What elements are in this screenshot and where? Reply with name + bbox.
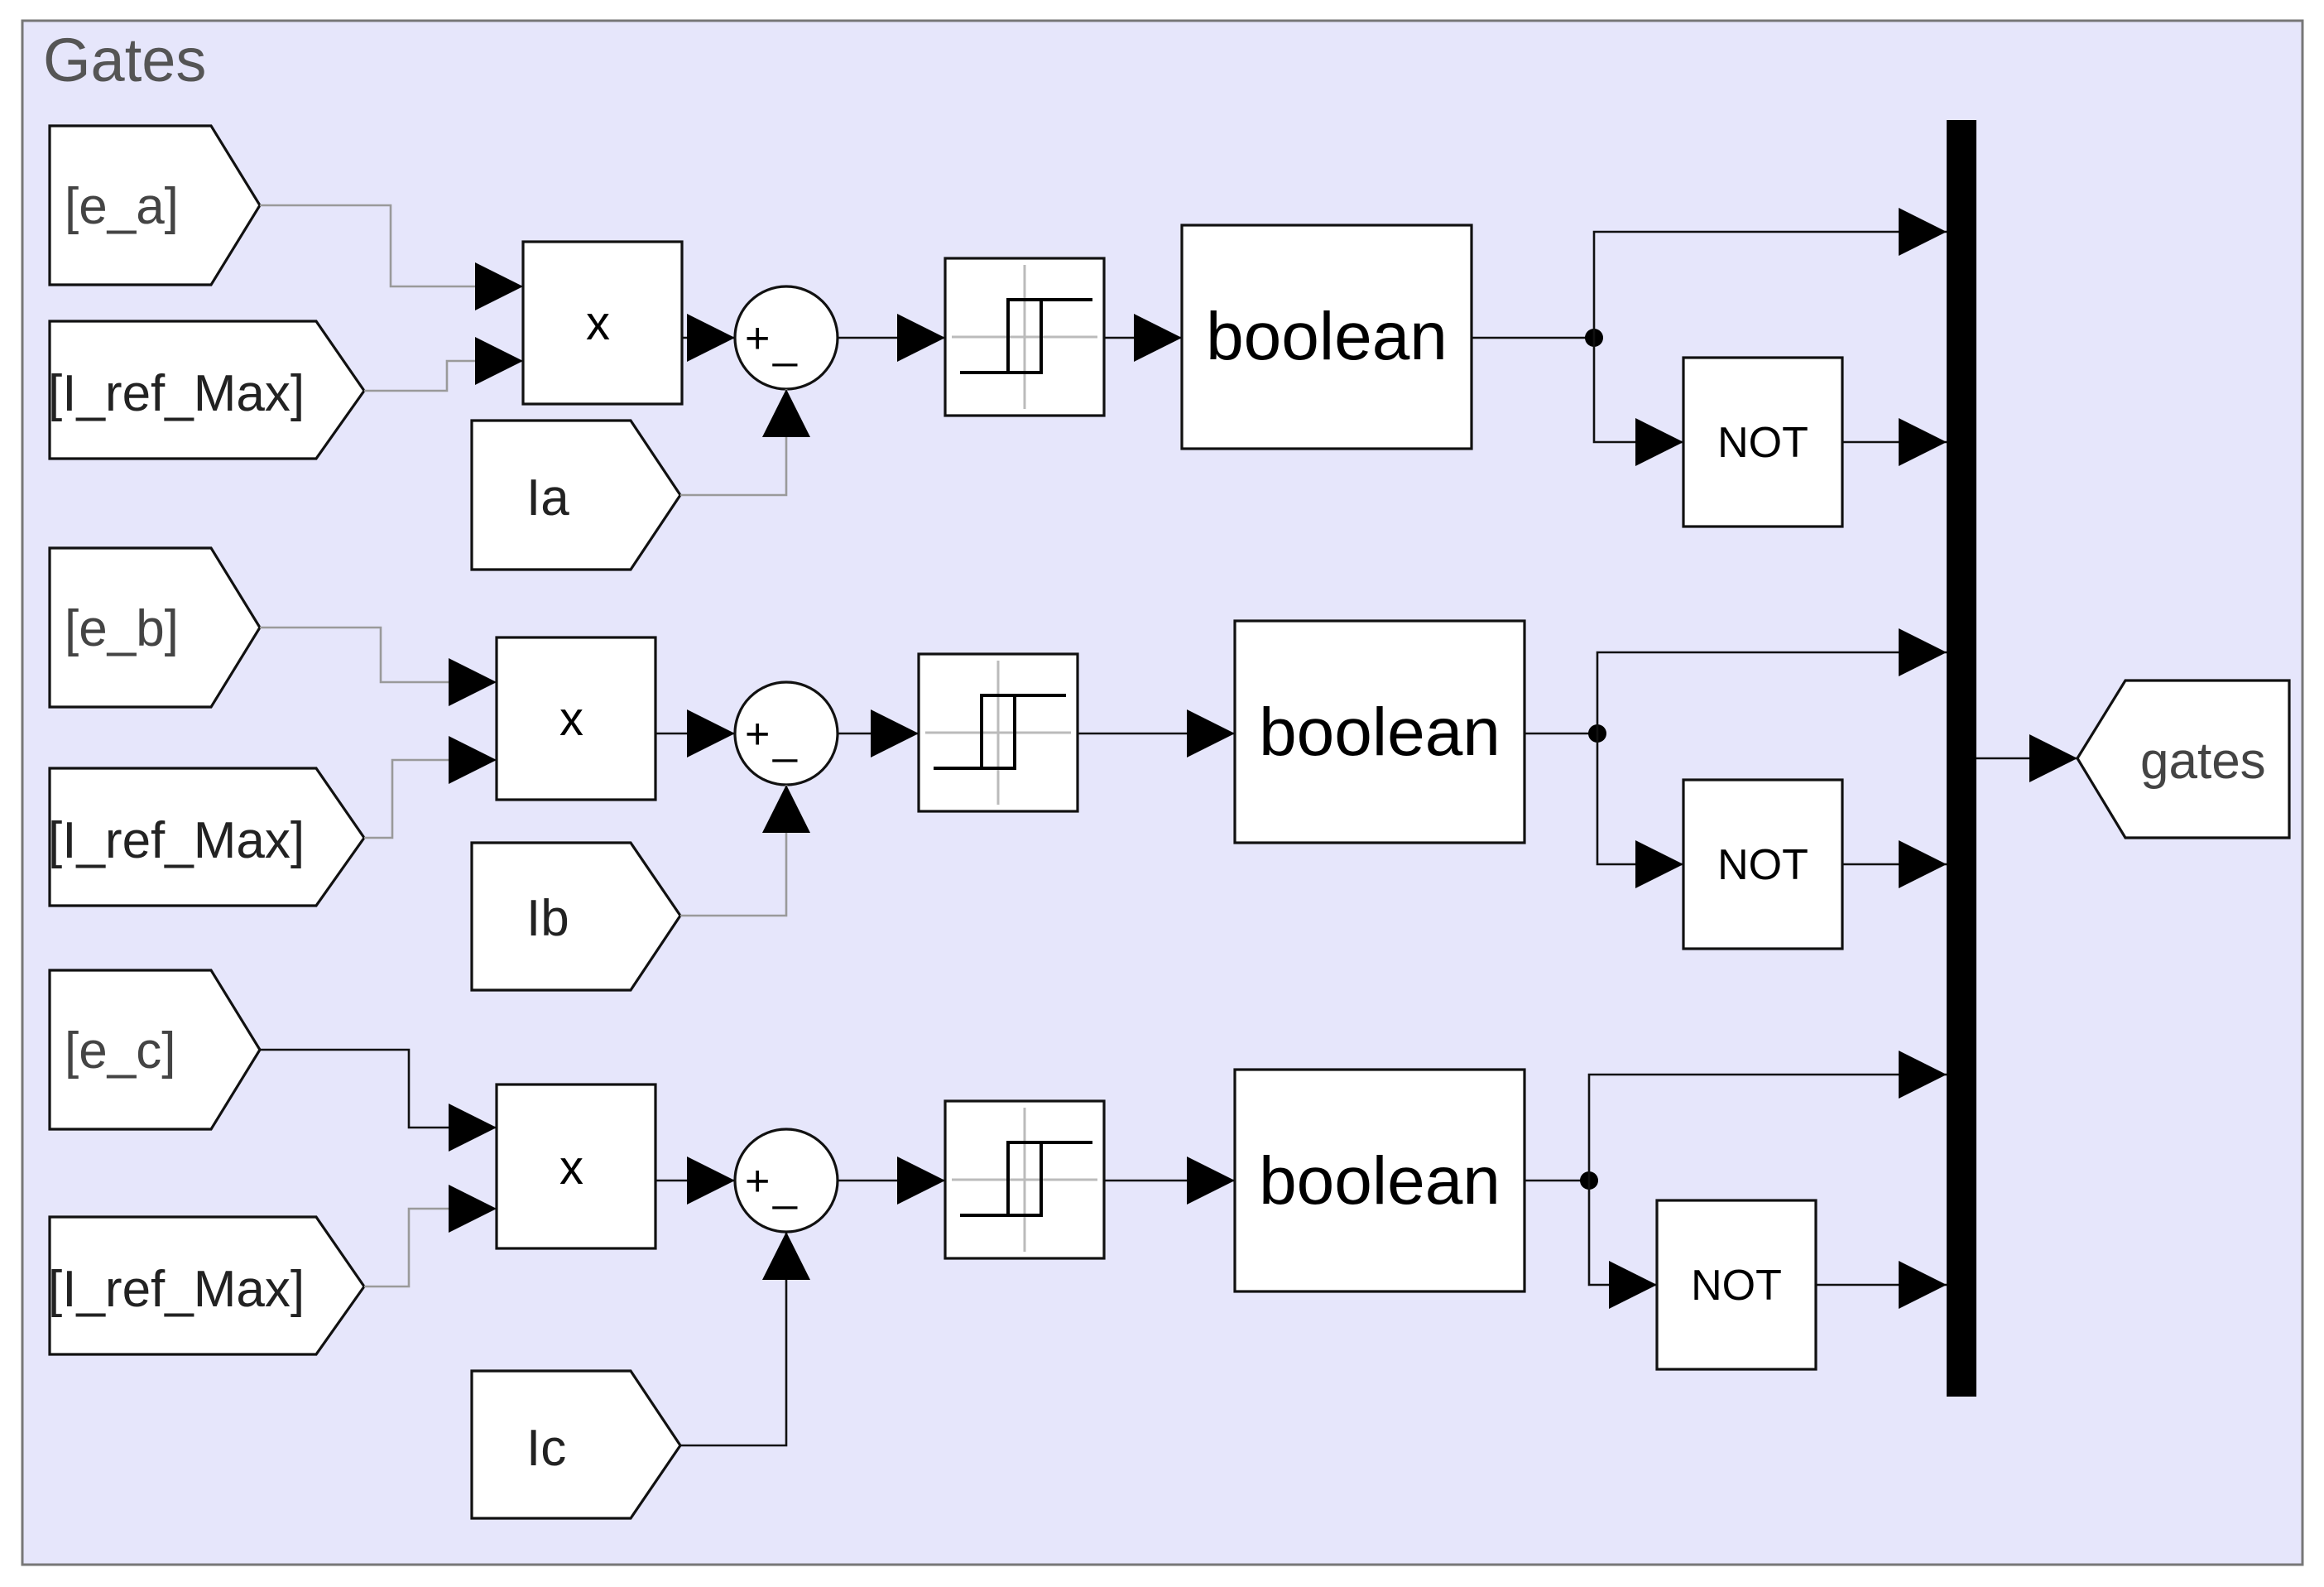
not-block-c-label: NOT [1691, 1262, 1782, 1310]
sum-block-c-minus: _ [772, 1162, 798, 1210]
sum-block-b-plus: + [745, 710, 770, 758]
wire-iref-b-to-product [364, 736, 497, 839]
from-tag-i-ref-max-c[interactable] [48, 1215, 366, 1356]
from-tag-i-ref-max-a[interactable] [48, 320, 366, 460]
row-c: [e_c] [I_ref_Max] Ic x + _ boolean [48, 969, 1947, 1520]
current-tag-ib[interactable] [470, 841, 682, 992]
current-tag-ia-label: Ia [526, 469, 569, 527]
not-block-a[interactable] [1682, 356, 1844, 528]
from-tag-i-ref-max-b-label: [I_ref_Max] [48, 812, 305, 869]
boolean-block-b[interactable] [1233, 619, 1526, 844]
wire-e-c-to-product [260, 1048, 497, 1152]
current-tag-ib-label: Ib [526, 890, 569, 947]
goto-tag-gates[interactable] [2076, 679, 2291, 839]
hysteresis-relay-icon [925, 661, 1071, 805]
wire-ic-to-sum [680, 1232, 810, 1447]
wire-b-to-mux [1596, 628, 1947, 733]
wire-a-to-not [1592, 338, 1683, 466]
from-tag-e-c-label: [e_c] [65, 1022, 175, 1080]
wire-ib-to-sum [680, 785, 810, 917]
product-block-a-label: x [586, 296, 610, 350]
row-b: [e_b] [I_ref_Max] Ib x + _ boolean [48, 546, 1947, 992]
wire-ia-to-sum [680, 389, 810, 497]
wire-b-to-not [1596, 733, 1683, 888]
current-tag-ia[interactable] [470, 419, 682, 571]
current-tag-ic[interactable] [470, 1369, 682, 1520]
wire-e-b-to-product [260, 626, 497, 706]
from-tag-i-ref-max-c-label: [I_ref_Max] [48, 1261, 305, 1318]
mux-bar-icon[interactable] [1947, 120, 1976, 1397]
not-block-a-label: NOT [1717, 419, 1808, 467]
from-tag-e-a-label: [e_a] [65, 178, 179, 235]
product-block-a[interactable] [521, 240, 684, 406]
hysteresis-relay-icon [952, 265, 1097, 409]
from-tag-e-b-label: [e_b] [65, 600, 179, 657]
not-block-b[interactable] [1682, 778, 1844, 950]
relay-block-b[interactable] [917, 652, 1079, 813]
wire-c-to-mux [1587, 1051, 1947, 1181]
product-block-b-label: x [559, 692, 583, 746]
not-block-b-label: NOT [1717, 841, 1808, 889]
sum-block-b-minus: _ [772, 715, 798, 763]
relay-block-a[interactable] [944, 257, 1106, 417]
product-block-b[interactable] [495, 636, 657, 801]
wire-c-to-not [1587, 1181, 1657, 1309]
row-a: [e_a] [I_ref_Max] Ia x + _ boolean [48, 124, 1947, 571]
product-block-c-label: x [559, 1141, 583, 1195]
boolean-block-b-label: boolean [1259, 695, 1501, 770]
from-tag-i-ref-max-a-label: [I_ref_Max] [48, 365, 305, 422]
subsystem-title: Gates [43, 26, 206, 94]
hysteresis-relay-icon [952, 1108, 1097, 1252]
boolean-block-a[interactable] [1180, 224, 1473, 450]
wire-iref-a-to-product [364, 337, 523, 392]
from-tag-e-c[interactable] [48, 969, 262, 1131]
from-tag-e-a[interactable] [48, 124, 262, 286]
from-tag-i-ref-max-b[interactable] [48, 767, 366, 907]
goto-tag-gates-label: gates [2140, 733, 2266, 790]
product-block-c[interactable] [495, 1083, 657, 1250]
sum-block-c-plus: + [745, 1157, 770, 1205]
from-tag-e-b[interactable] [48, 546, 262, 709]
boolean-block-c[interactable] [1233, 1068, 1526, 1293]
wire-iref-c-to-product [364, 1185, 497, 1288]
sum-block-a-minus: _ [772, 320, 798, 368]
sum-block-a-plus: + [745, 315, 770, 363]
current-tag-ic-label: Ic [526, 1420, 566, 1477]
wire-a-to-mux [1592, 208, 1947, 338]
boolean-block-a-label: boolean [1206, 299, 1448, 374]
boolean-block-c-label: boolean [1259, 1143, 1501, 1219]
wire-e-a-to-product [260, 204, 523, 310]
relay-block-c[interactable] [944, 1099, 1106, 1260]
